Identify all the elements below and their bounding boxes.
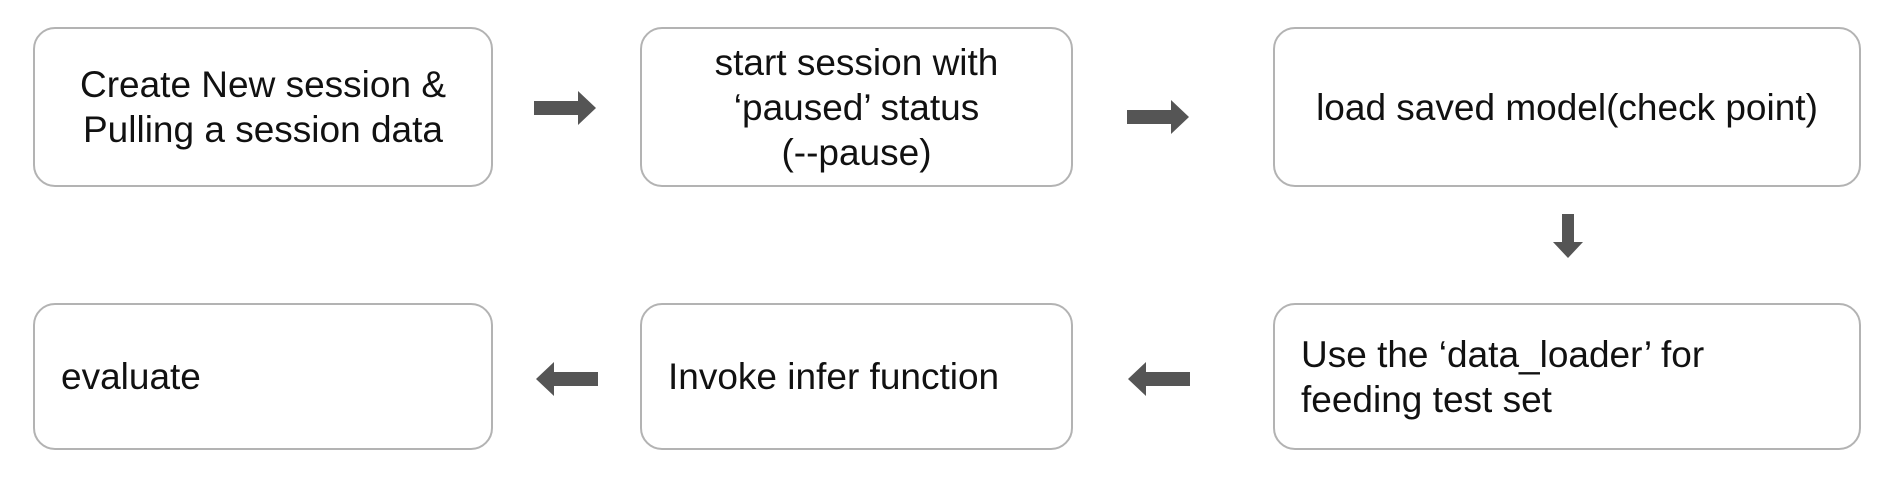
step-label-invoke-infer: Invoke infer function <box>668 356 1000 397</box>
step-label-start-paused: start session with ‘paused’ status (--pa… <box>714 41 999 173</box>
step-box-evaluate: evaluate <box>33 303 493 450</box>
step-box-start-paused: start session with ‘paused’ status (--pa… <box>640 27 1073 187</box>
step-box-load-model: load saved model(check point) <box>1273 27 1861 187</box>
arrow-down-icon <box>1553 214 1583 258</box>
step-label-evaluate: evaluate <box>61 356 201 397</box>
step-label-create-session: Create New session & Pulling a session d… <box>79 64 447 150</box>
step-box-use-data-loader: Use the ‘data_loader’ for feeding test s… <box>1273 303 1861 450</box>
step-label-use-data-loader: Use the ‘data_loader’ for feeding test s… <box>1301 333 1705 420</box>
arrow-left-icon <box>536 362 598 396</box>
step-label-load-model: load saved model(check point) <box>1316 86 1818 128</box>
arrow-left-icon <box>1128 362 1190 396</box>
step-box-create-session: Create New session & Pulling a session d… <box>33 27 493 187</box>
arrow-right-icon <box>534 91 596 125</box>
step-box-invoke-infer: Invoke infer function <box>640 303 1073 450</box>
arrow-right-icon <box>1127 100 1189 134</box>
